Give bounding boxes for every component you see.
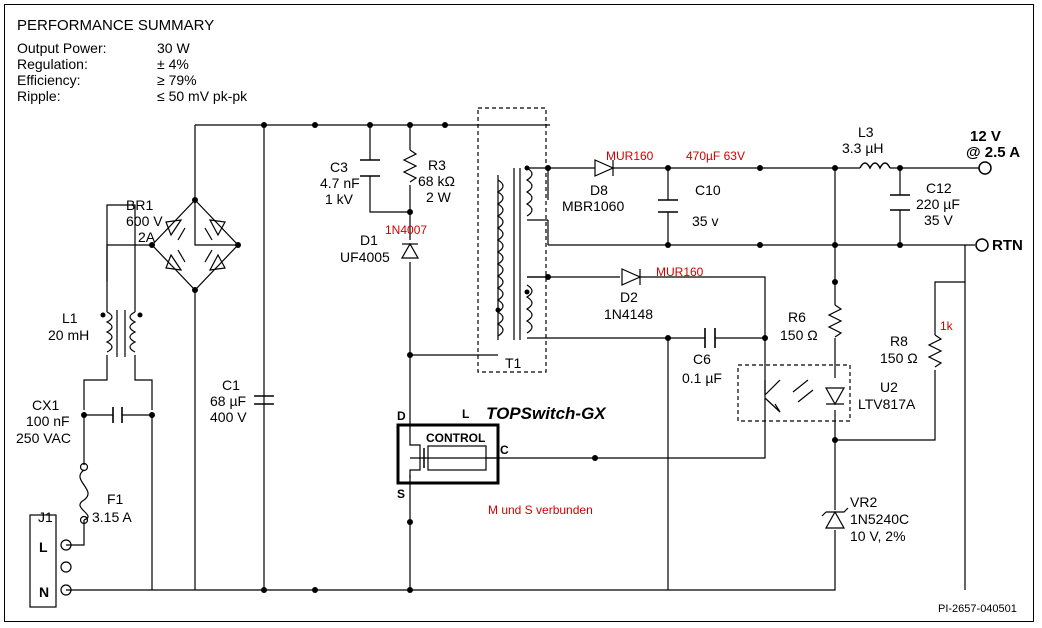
br1-volt: 600 V (126, 213, 163, 229)
capacitors (112, 159, 910, 423)
pin-c-label: C (500, 443, 509, 457)
topswitch-ic (396, 423, 500, 485)
l1-coils (105, 310, 137, 357)
summary-row: Regulation: ± 4% (17, 56, 247, 72)
resistors (402, 149, 943, 368)
u2-ref: U2 (880, 379, 898, 395)
c3-cap: 4.7 nF (320, 175, 360, 191)
junction-dots (81, 122, 903, 593)
pin-d-label: D (397, 409, 406, 423)
d1-value: UF4005 (340, 249, 390, 265)
r6-value: 150 Ω (780, 327, 818, 343)
summary-title: PERFORMANCE SUMMARY (17, 17, 215, 34)
c10-value: 35 v (692, 213, 718, 229)
wires (66, 124, 980, 591)
summary-label: Regulation: (17, 56, 88, 72)
pin-s-label: S (397, 487, 405, 501)
c10-ref: C10 (695, 182, 721, 198)
j1-ref: J1 (38, 509, 53, 525)
summary-row: Output Power: 30 W (17, 40, 247, 56)
d2-value: 1N4148 (604, 306, 653, 322)
c1-cap: 68 µF (210, 393, 246, 409)
c12-ref: C12 (926, 180, 952, 196)
br1-ref: BR1 (126, 197, 153, 213)
output-terminals (975, 161, 992, 252)
r3-ref: R3 (428, 157, 446, 173)
t1-ref: T1 (505, 355, 522, 371)
c1-volt: 400 V (210, 409, 247, 425)
l3-value: 3.3 µH (842, 140, 884, 156)
r8-value: 150 Ω (880, 350, 918, 366)
transformer-t1 (477, 107, 548, 373)
drawing-border (4, 4, 1034, 622)
c6-value: 0.1 µF (682, 370, 722, 386)
optocoupler-u2 (737, 364, 851, 422)
pin-l-label: L (462, 407, 469, 421)
c12-volt: 35 V (924, 212, 953, 228)
c10-alt-annotation: 470µF 63V (686, 149, 745, 163)
summary-value: 30 W (157, 40, 190, 56)
performance-summary: PERFORMANCE SUMMARY Output Power: 30 W Re… (17, 17, 247, 104)
red-annotations: 1N4007 MUR160 470µF 63V MUR160 1k M und … (385, 149, 954, 517)
c6-ref: C6 (693, 351, 711, 367)
diodes (400, 159, 849, 529)
d2-ref: D2 (620, 289, 638, 305)
cx1-cap: 100 nF (26, 413, 70, 429)
summary-row: Ripple: ≤ 50 mV pk-pk (17, 88, 247, 104)
c3-ref: C3 (330, 159, 348, 175)
c12-cap: 220 µF (916, 196, 960, 212)
output-labels: 12 V @ 2.5 A RTN (966, 128, 1023, 254)
l3-coil (859, 162, 891, 170)
l1-value: 20 mH (48, 327, 89, 343)
summary-value: ≥ 79% (157, 72, 197, 88)
rtn-label: RTN (992, 237, 1023, 254)
output-voltage: 12 V (970, 128, 1001, 145)
d1-alt-annotation: 1N4007 (385, 223, 427, 237)
r8-ref: R8 (890, 333, 908, 349)
summary-label: Output Power: (17, 40, 107, 56)
r8-alt-annotation: 1k (940, 319, 954, 333)
cx1-ref: CX1 (32, 397, 59, 413)
topswitch-name: TOPSwitch-GX (486, 404, 607, 423)
j1-pin-n: N (39, 584, 49, 600)
r6-ref: R6 (788, 309, 806, 325)
vr2-value: 1N5240C (850, 511, 909, 527)
summary-label: Ripple: (17, 88, 61, 104)
f1-ref: F1 (107, 491, 124, 507)
l1-ref: L1 (62, 310, 78, 326)
d2-alt-annotation: MUR160 (656, 265, 704, 279)
vr2-spec: 10 V, 2% (850, 528, 906, 544)
control-block-label: CONTROL (426, 431, 485, 445)
l3-ref: L3 (858, 124, 874, 140)
c3-volt: 1 kV (325, 191, 354, 207)
j1-connector (29, 462, 89, 608)
topswitch-labels: TOPSwitch-GX CONTROL D S C L (397, 404, 607, 501)
d8-alt-annotation: MUR160 (606, 149, 654, 163)
d1-ref: D1 (360, 232, 378, 248)
output-current: @ 2.5 A (966, 144, 1020, 161)
d8-ref: D8 (590, 182, 608, 198)
component-labels: BR1 600 V 2A L1 20 mH CX1 100 nF 250 VAC… (16, 124, 960, 600)
f1-value: 3.15 A (92, 509, 132, 525)
drawing-id: PI-2657-040501 (938, 603, 1017, 615)
br1-amp: 2A (138, 229, 156, 245)
summary-row: Efficiency: ≥ 79% (17, 72, 247, 88)
summary-value: ≤ 50 mV pk-pk (157, 88, 248, 104)
u2-value: LTV817A (858, 396, 916, 412)
c1-ref: C1 (222, 377, 240, 393)
vr2-ref: VR2 (850, 494, 877, 510)
d8-value: MBR1060 (562, 198, 624, 214)
r3-ohm: 68 kΩ (418, 173, 455, 189)
r3-watt: 2 W (426, 189, 452, 205)
summary-label: Efficiency: (17, 72, 81, 88)
summary-value: ± 4% (157, 56, 189, 72)
bridge-diodes (165, 219, 226, 271)
cx1-volt: 250 VAC (16, 430, 71, 446)
j1-pin-l: L (39, 539, 48, 555)
ms-note: M und S verbunden (488, 503, 593, 517)
